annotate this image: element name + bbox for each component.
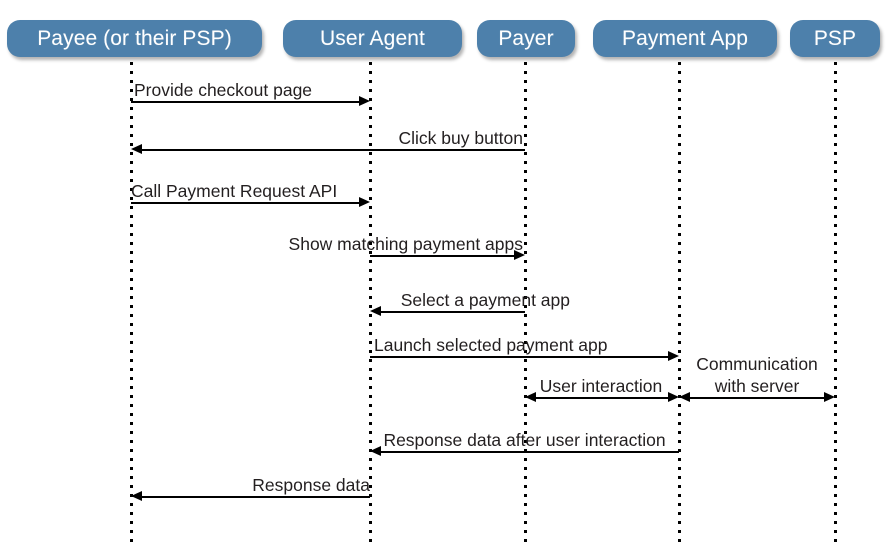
arrow-head-communication-with-server-left: [679, 392, 690, 402]
lifeline-payment-app: [677, 62, 681, 542]
arrow-head-response-data-after-user-interaction: [370, 446, 381, 456]
message-line-user-interaction: [536, 397, 668, 399]
message-label-launch-selected-payment-app: Launch selected payment app: [374, 335, 608, 355]
lifeline-payer: [523, 62, 527, 542]
message-line-show-matching-payment-apps: [370, 255, 514, 257]
lane-label-payment-app: Payment App: [621, 26, 748, 50]
message-line-launch-selected-payment-app: [370, 356, 668, 358]
arrow-head-response-data: [131, 491, 142, 501]
lane-label-psp: PSP: [813, 26, 857, 50]
arrow-head-call-payment-request-api: [359, 197, 370, 207]
arrow-head-user-interaction-right: [668, 392, 679, 402]
message-label-click-buy-button: Click buy button: [398, 128, 523, 148]
lane-header-user-agent[interactable]: User Agent: [283, 20, 462, 57]
lane-header-payment-app[interactable]: Payment App: [593, 20, 777, 57]
message-line-select-a-payment-app: [381, 311, 525, 313]
arrow-head-select-a-payment-app: [370, 306, 381, 316]
lane-label-payee: Payee (or their PSP): [37, 26, 232, 50]
message-label-provide-checkout-page: Provide checkout page: [134, 80, 313, 100]
lifeline-payee: [129, 62, 133, 542]
arrow-head-show-matching-payment-apps: [514, 250, 525, 260]
message-label-show-matching-payment-apps: Show matching payment apps: [288, 234, 523, 254]
message-label-response-data: Response data: [252, 475, 370, 495]
message-line-response-data: [142, 496, 370, 498]
arrow-head-click-buy-button: [131, 144, 142, 154]
message-line-communication-with-server: [690, 397, 824, 399]
arrow-head-user-interaction-left: [525, 392, 536, 402]
message-line-provide-checkout-page: [131, 101, 359, 103]
message-line-call-payment-request-api: [131, 202, 359, 204]
lane-label-payer: Payer: [498, 26, 554, 50]
arrow-head-launch-selected-payment-app: [668, 351, 679, 361]
message-label-communication-with-server-line1: Communication: [696, 354, 818, 374]
message-line-response-data-after-user-interaction: [381, 451, 679, 453]
message-label-call-payment-request-api: Call Payment Request API: [131, 181, 338, 201]
message-label-communication-with-server-line2: with server: [714, 376, 800, 396]
lane-label-user-agent: User Agent: [320, 26, 425, 50]
lane-header-psp[interactable]: PSP: [790, 20, 880, 57]
message-label-user-interaction: User interaction: [539, 376, 663, 396]
lifeline-psp: [833, 62, 837, 542]
message-line-click-buy-button: [142, 149, 525, 151]
lane-header-payer[interactable]: Payer: [477, 20, 575, 57]
arrow-head-communication-with-server-right: [824, 392, 835, 402]
arrow-head-provide-checkout-page: [359, 96, 370, 106]
message-label-response-data-after-user-interaction: Response data after user interaction: [383, 430, 666, 450]
lane-header-payee[interactable]: Payee (or their PSP): [7, 20, 262, 57]
lifeline-user-agent: [368, 62, 372, 542]
message-label-select-a-payment-app: Select a payment app: [400, 290, 570, 310]
